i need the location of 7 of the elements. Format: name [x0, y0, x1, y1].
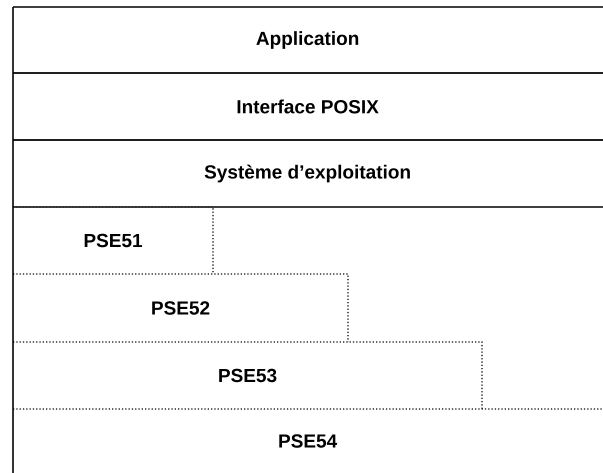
profile-box: PSE54	[12, 408, 603, 473]
profile-box: PSE51	[12, 206, 214, 274]
layer-box: Application	[12, 6, 603, 74]
profile-box: PSE53	[12, 341, 483, 409]
layer-box: Système d’exploitation	[12, 139, 603, 208]
profile-box: PSE52	[12, 273, 349, 342]
layer-box: Interface POSIX	[12, 72, 603, 141]
